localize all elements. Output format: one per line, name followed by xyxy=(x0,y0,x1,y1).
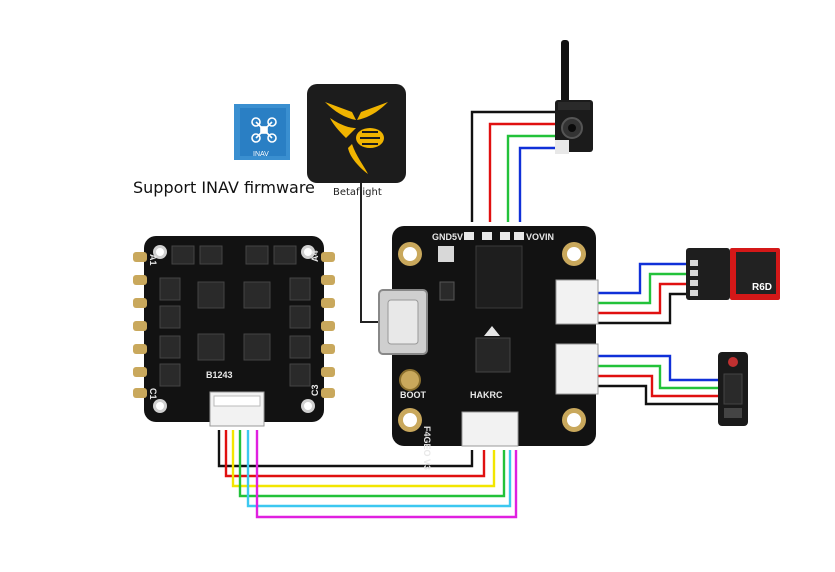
flight-controller: GND5V VOVIN BOOT HAKRC F4GEO V3 xyxy=(378,222,599,470)
fc-pad-label-vovin: VOVIN xyxy=(526,232,554,242)
rx-wire-green xyxy=(596,272,690,305)
esc-board: B1243 A1 A4 C1 C3 xyxy=(132,234,335,430)
usb-wire xyxy=(360,181,380,323)
gps-wire-blue xyxy=(596,354,718,382)
rx-wire-red xyxy=(596,282,690,315)
betaflight-hornet-icon xyxy=(325,102,388,174)
esc-wire-green xyxy=(238,425,506,498)
gps-wires xyxy=(596,354,718,406)
vtx-wire-green xyxy=(506,134,556,236)
esc-wire-yellow xyxy=(231,425,496,488)
esc-pad-label-a4: A4 xyxy=(310,250,320,262)
gps-wire-green xyxy=(596,364,718,390)
esc-pad-label-c3: C3 xyxy=(310,384,320,396)
fc-boot-button xyxy=(399,369,421,391)
gps-wire-red xyxy=(596,374,718,398)
gps-module xyxy=(718,352,748,426)
esc-wires xyxy=(217,425,518,519)
inav-logo: INAV xyxy=(234,104,290,160)
vtx-wire-black xyxy=(470,110,556,236)
esc-wire-black xyxy=(217,425,474,468)
vtx-wire-red xyxy=(488,122,556,236)
betaflight-logo xyxy=(307,84,406,183)
receiver: R6D xyxy=(686,248,780,300)
fc-brand: HAKRC xyxy=(470,390,503,400)
vtx-wires xyxy=(470,110,556,236)
inav-support-caption: Support INAV firmware xyxy=(133,178,315,197)
rx-wire-black xyxy=(596,292,690,325)
receiver-wires xyxy=(596,262,690,325)
esc-board-name: B1243 xyxy=(206,370,233,380)
receiver-label: R6D xyxy=(752,282,772,293)
fc-boot-label: BOOT xyxy=(400,390,427,400)
fc-connectors xyxy=(461,279,599,447)
fc-model: F4GEO V3 xyxy=(422,426,432,470)
esc-wire-magenta xyxy=(255,425,518,519)
fc-osd-chip xyxy=(475,245,523,309)
esc-wire-red xyxy=(224,425,486,478)
rx-wire-blue xyxy=(596,262,690,295)
fc-mcu-chip xyxy=(475,337,511,373)
esc-mosfets xyxy=(159,245,311,387)
esc-wire-cyan xyxy=(246,425,512,508)
esc-side-pads xyxy=(133,252,335,398)
esc-pad-label-c1: C1 xyxy=(148,388,158,400)
vtx-camera xyxy=(555,40,593,154)
inav-logo-text: INAV xyxy=(253,151,269,158)
esc-pad-label-a1: A1 xyxy=(148,254,158,266)
vtx-wire-blue xyxy=(518,146,556,236)
gps-wire-black xyxy=(596,384,718,406)
inav-app-icon xyxy=(251,117,277,143)
betaflight-caption: Betaflight xyxy=(333,187,382,198)
fc-pad-label-gnd5v: GND5V xyxy=(432,232,463,242)
